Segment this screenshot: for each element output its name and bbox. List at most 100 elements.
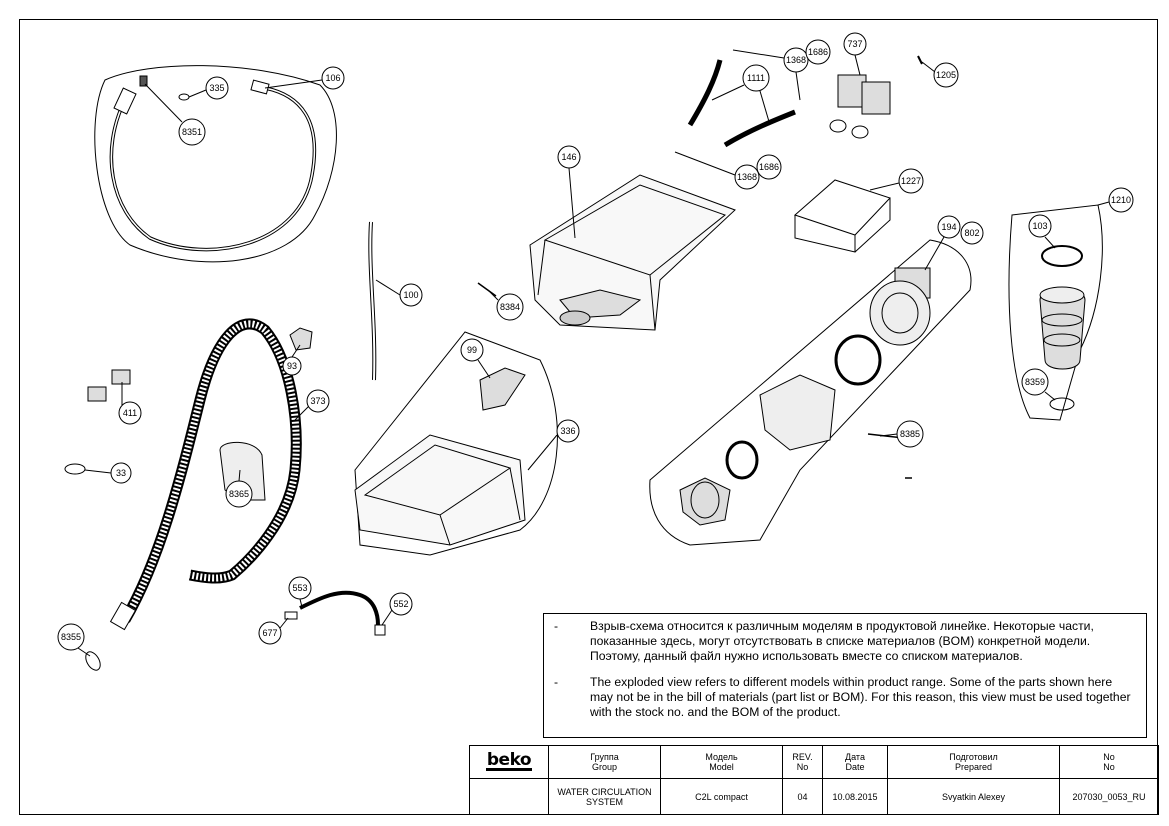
leader-line [854,54,861,76]
callout-bubble [756,154,782,180]
note-ru-dash: - [554,619,559,633]
leader-line [84,469,112,474]
doc-no-value: 207030_0053_RU [1059,778,1159,815]
callout-bubble [306,389,330,413]
callout-label: 1210 [1111,195,1131,205]
leader-line [299,598,303,608]
callout-552: 552 [381,592,413,626]
leader-line [795,71,801,101]
notes-box: - Взрыв-схема относится к различным моде… [543,613,1147,738]
leader-line [921,61,936,73]
callout-bubble [389,592,413,616]
callout-1686: 1686 [756,154,782,180]
callout-label: 1686 [759,162,779,172]
prepared-value: Svyatkin Alexey [887,778,1060,815]
callout-group: 1063358351100934113733383658355553552677… [57,32,1134,657]
empty-cell [469,778,549,815]
callout-label: 100 [403,290,418,300]
water-valve [687,55,923,148]
note-en-dash: - [554,675,559,689]
rev-header: REV.No [782,745,823,779]
beko-logo: beko [485,750,533,771]
callout-1210: 1210 [1097,187,1134,213]
detergent-drawer [354,367,526,546]
callout-bubble [933,62,959,88]
callout-label: 93 [287,361,297,371]
leader-line [1097,201,1110,206]
callout-label: 33 [116,468,126,478]
callout-bubble [960,221,984,245]
callout-33: 33 [84,462,132,484]
leader-line [568,167,576,239]
leader-line [77,647,91,657]
callout-bubble [110,462,132,484]
callout-677: 677 [258,617,289,645]
callout-bubble [57,623,85,651]
callout-bubble [321,66,345,90]
callout-label: 677 [262,628,277,638]
callout-1205: 1205 [921,61,959,88]
sump-bellows [1039,245,1086,411]
leader-line [487,289,499,301]
callout-737: 737 [843,32,867,76]
callout-label: 99 [467,345,477,355]
callout-bubble [225,480,253,508]
leader-line [732,49,785,59]
note-en: - The exploded view refers to different … [554,675,1138,720]
callout-336: 336 [527,419,580,471]
callout-99: 99 [460,338,491,379]
cover-plate [794,179,891,253]
callout-146: 146 [557,145,581,239]
callout-bubble [805,39,831,65]
note-ru-text: Взрыв-схема относится к различным моделя… [590,619,1094,663]
leader-line [711,84,745,101]
callout-bubble [734,164,760,190]
inlet-hose [109,75,317,252]
drain-pump [679,267,931,526]
callout-label: 335 [209,83,224,93]
callout-label: 103 [1032,221,1047,231]
outline-detergent-drawer [354,331,558,556]
callout-label: 1368 [786,55,806,65]
callout-label: 106 [325,73,340,83]
callout-802: 802 [960,221,984,245]
callout-label: 194 [941,222,956,232]
leader-line [759,90,771,126]
drawing-frame [19,19,1158,815]
callout-411: 411 [118,382,142,425]
callout-bubble [843,32,867,56]
callout-bubble [118,401,142,425]
leader-line [477,359,491,379]
callout-bubble [205,76,229,100]
callout-8355: 8355 [57,623,91,657]
leader-line [527,434,558,471]
date-value: 10.08.2015 [822,778,888,815]
callout-bubble [557,145,581,169]
callout-label: 802 [964,228,979,238]
outline-drain-hose-group [94,65,337,263]
callout-1111: 1111 [711,64,771,126]
callout-194: 194 [924,215,961,271]
leader-line [294,405,310,421]
callout-label: 1368 [737,172,757,182]
callout-label: 8351 [182,127,202,137]
leader-line [879,433,898,437]
callout-label: 553 [292,583,307,593]
leader-line [291,344,301,358]
callout-1227: 1227 [869,168,924,194]
callout-bubble [1021,368,1049,396]
callout-label: 8365 [229,489,249,499]
callout-bubble [937,215,961,239]
callout-label: 1227 [901,176,921,186]
callout-1686: 1686 [805,39,831,65]
callout-1368: 1368 [732,47,809,101]
callout-335: 335 [188,76,229,100]
callout-bubble [282,356,302,376]
note-ru: - Взрыв-схема относится к различным моде… [554,619,1138,664]
callout-bubble [496,293,524,321]
